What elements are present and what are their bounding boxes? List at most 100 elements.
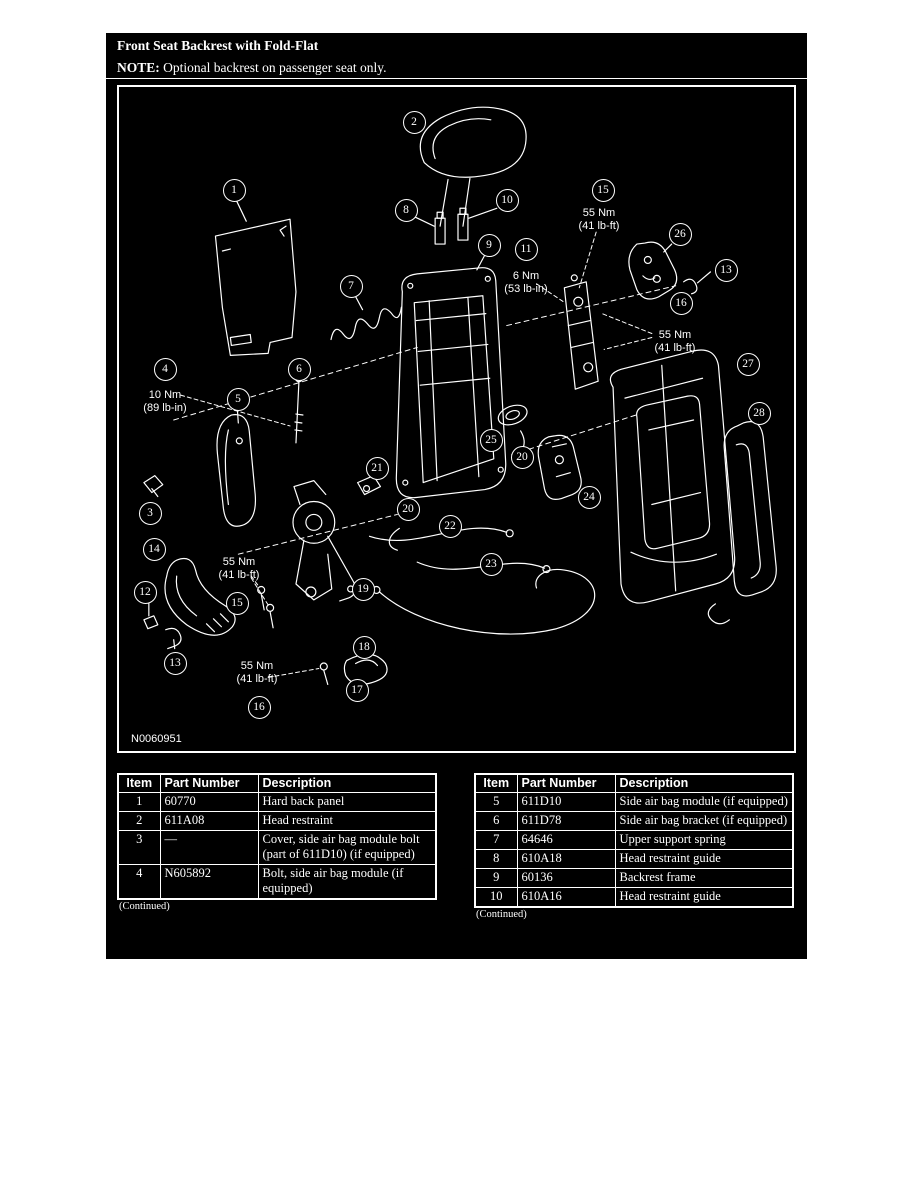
callout-10: 10 — [495, 188, 519, 212]
note-line: NOTE: Optional backrest on passenger sea… — [117, 60, 386, 76]
item-cell: 1 — [117, 792, 161, 812]
description-cell: Side air bag module (if equipped) — [614, 792, 794, 812]
torque-label: 55 Nm(41 lb-ft) — [578, 206, 620, 232]
column-header: Item — [117, 773, 161, 793]
column-header: Part Number — [159, 773, 259, 793]
callout-17: 17 — [345, 678, 369, 702]
description-cell: Upper support spring — [614, 830, 794, 850]
callout-9: 9 — [477, 233, 501, 257]
column-header: Description — [257, 773, 437, 793]
description-cell: Bolt, side air bag module (if equipped) — [257, 864, 437, 900]
torque-label: 55 Nm(41 lb-ft) — [654, 328, 696, 354]
part-number-cell: — — [159, 830, 259, 865]
item-cell: 6 — [474, 811, 518, 831]
callout-20: 20 — [510, 445, 534, 469]
leader-lines — [180, 231, 653, 678]
assembly-axis-lines — [173, 285, 677, 555]
callout-5: 5 — [226, 387, 250, 411]
seat-back-cover-drawing — [609, 349, 736, 604]
description-cell: Head restraint — [257, 811, 437, 831]
part-number-cell: 60770 — [159, 792, 259, 812]
callout-6: 6 — [287, 357, 311, 381]
continued-note: (Continued) — [476, 909, 527, 920]
support-spring-drawing — [330, 294, 402, 341]
callout-21: 21 — [365, 456, 389, 480]
callout-23: 23 — [479, 552, 503, 576]
side-air-bag-module-drawing — [216, 408, 257, 527]
callout-7: 7 — [339, 274, 363, 298]
description-cell: Hard back panel — [257, 792, 437, 812]
callout-14: 14 — [142, 537, 166, 561]
release-cables-drawing — [368, 527, 596, 635]
description-cell: Cover, side air bag module bolt (part of… — [257, 830, 437, 865]
callout-18: 18 — [352, 635, 376, 659]
item-cell: 7 — [474, 830, 518, 850]
figure-id: N0060951 — [131, 733, 182, 745]
callout-11: 11 — [514, 237, 538, 261]
callout-8: 8 — [394, 198, 418, 222]
pivot-bracket-drawing — [563, 274, 599, 390]
callout-22: 22 — [438, 514, 462, 538]
header-divider — [106, 78, 807, 79]
item-cell: 4 — [117, 864, 161, 900]
torque-label: 55 Nm(41 lb-ft) — [218, 555, 260, 581]
table-row: 3—Cover, side air bag module bolt (part … — [117, 830, 437, 865]
head-restraint-guides-drawing — [412, 207, 498, 245]
description-cell: Side air bag bracket (if equipped) — [614, 811, 794, 831]
part-number-cell: 610A18 — [516, 849, 616, 869]
description-cell: Backrest frame — [614, 868, 794, 888]
item-cell: 2 — [117, 811, 161, 831]
part-number-cell: 611D78 — [516, 811, 616, 831]
description-cell: Head restraint guide — [614, 849, 794, 869]
note-label: NOTE: — [117, 60, 160, 75]
part-number-cell: 611A08 — [159, 811, 259, 831]
hard-back-panel-drawing — [214, 199, 297, 356]
callout-1: 1 — [222, 178, 246, 202]
manual-page: Front Seat Backrest with Fold-Flat NOTE:… — [106, 33, 807, 959]
frame-bolts-drawing — [257, 585, 329, 685]
callout-16: 16 — [669, 291, 693, 315]
item-cell: 9 — [474, 868, 518, 888]
callout-19: 19 — [351, 577, 375, 601]
latch-bracket-drawing — [537, 434, 582, 500]
item-cell: 5 — [474, 792, 518, 812]
part-number-cell: 60136 — [516, 868, 616, 888]
part-number-cell: N605892 — [159, 864, 259, 900]
callout-20: 20 — [396, 497, 420, 521]
side-bracket-drawing — [628, 241, 712, 300]
callout-15: 15 — [591, 178, 615, 202]
item-cell: 8 — [474, 849, 518, 869]
column-header: Item — [474, 773, 518, 793]
callout-28: 28 — [747, 401, 771, 425]
callout-4: 4 — [153, 357, 177, 381]
callout-25: 25 — [479, 428, 503, 452]
part-number-cell: 611D10 — [516, 792, 616, 812]
callout-13: 13 — [714, 258, 738, 282]
callout-12: 12 — [133, 580, 157, 604]
torque-label: 10 Nm(89 lb-in) — [143, 388, 187, 414]
page-title: Front Seat Backrest with Fold-Flat — [117, 38, 319, 53]
callout-26: 26 — [668, 222, 692, 246]
torque-label: 55 Nm(41 lb-ft) — [236, 659, 278, 685]
item-cell: 10 — [474, 887, 518, 908]
backrest-frame-drawing — [395, 254, 507, 499]
torque-label: 6 Nm(53 lb-in) — [504, 269, 548, 295]
cover-cap-drawing — [143, 475, 164, 498]
back-pad-drawing — [707, 421, 777, 625]
item-cell: 3 — [117, 830, 161, 865]
callout-16: 16 — [247, 695, 271, 719]
